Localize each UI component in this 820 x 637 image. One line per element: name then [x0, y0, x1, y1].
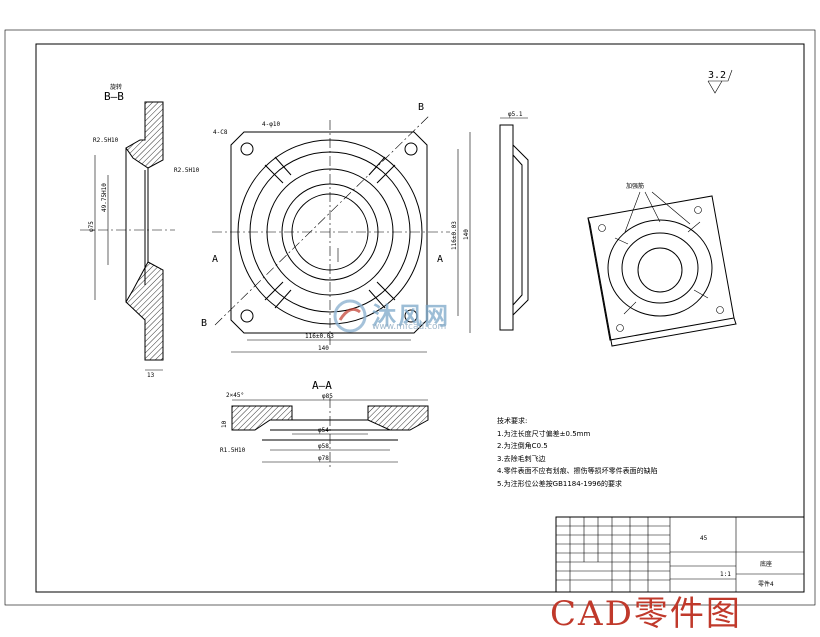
- note-item: 5.为注形位公差按GB1184-1996的要求: [497, 479, 623, 488]
- watermark-name: 沐风网: [372, 302, 450, 330]
- aa-dim-r: R1.5H10: [220, 447, 246, 454]
- front-chamfer-label: 4-C8: [213, 129, 228, 136]
- footer-brand: CAD零件图: [550, 594, 742, 634]
- sheet-inner-border: [35, 43, 805, 593]
- iso-view: 加强筋: [587, 182, 737, 347]
- front-dim-inner-h: 116±0.03: [451, 221, 458, 250]
- front-view: A A B B 4-C8 4-φ10 116±0.03 140 116±0.03…: [201, 102, 471, 353]
- aa-dim-side: 10: [221, 420, 228, 428]
- front-dim-w: 140: [318, 345, 329, 352]
- aa-dim-d4: φ78: [318, 455, 329, 462]
- aa-dim-d2: φ54: [318, 427, 329, 434]
- surface-finish-symbol: 3.2: [707, 69, 733, 94]
- title-material: 45: [700, 535, 708, 542]
- aa-dim-d3: φ58: [318, 443, 329, 450]
- side-view: φ5.1: [499, 111, 529, 331]
- front-label-b-bottom: B: [201, 318, 207, 329]
- section-aa-view: A—A φ85 φ54 φ58 φ78 2×45° 10 R1.5H10: [220, 379, 429, 470]
- bb-dim-d2: φ75: [88, 221, 95, 232]
- surface-finish-value: 3.2: [708, 70, 726, 81]
- front-dim-h: 140: [463, 229, 470, 240]
- front-label-a-right: A: [437, 254, 443, 265]
- bb-dim-w: 13: [147, 372, 155, 379]
- title-part-name: 底座: [760, 560, 772, 568]
- section-bb-title-cn: 旋转: [110, 83, 122, 91]
- title-block: 45 底座 零件4 1:1: [555, 516, 805, 593]
- bb-dim-d1: 49.75H10: [101, 183, 108, 212]
- watermark-url: www.mfcad.com: [372, 322, 447, 332]
- note-item: 4.零件表面不应有划痕、擦伤等损坏零件表面的缺陷: [497, 467, 658, 475]
- section-bb-view: 旋转 B—B φ75 49.75H10 R2.5H10 R2.5H10 13: [80, 83, 200, 379]
- section-bb-title: B—B: [104, 90, 124, 103]
- note-item: 2.为注倒角C0.5: [497, 442, 548, 450]
- side-dim-top: φ5.1: [508, 111, 523, 118]
- iso-label: 加强筋: [626, 182, 644, 190]
- note-item: 3.去除毛刺飞边: [497, 454, 546, 463]
- technical-notes: 技术要求: 1.为注长度尺寸偏差±0.5mm 2.为注倒角C0.5 3.去除毛刺…: [497, 415, 658, 490]
- watermark-logo: [333, 299, 367, 333]
- aa-dim-d1: φ85: [322, 393, 333, 400]
- title-drawing-no: 零件4: [758, 580, 774, 588]
- bb-dim-r2: R2.5H10: [174, 167, 200, 174]
- section-aa-title: A—A: [312, 379, 332, 392]
- front-dim-inner-w: 116±0.03: [305, 333, 334, 340]
- bb-dim-r1: R2.5H10: [93, 137, 119, 144]
- front-label-a-left: A: [212, 254, 218, 265]
- note-item: 1.为注长度尺寸偏差±0.5mm: [497, 429, 591, 438]
- front-holes-label: 4-φ10: [262, 121, 280, 128]
- sheet-outer-border: [4, 29, 816, 606]
- aa-dim-top-left: 2×45°: [226, 392, 244, 399]
- front-label-b-top: B: [418, 102, 424, 113]
- notes-title: 技术要求:: [497, 417, 528, 425]
- title-scale: 1:1: [720, 571, 731, 578]
